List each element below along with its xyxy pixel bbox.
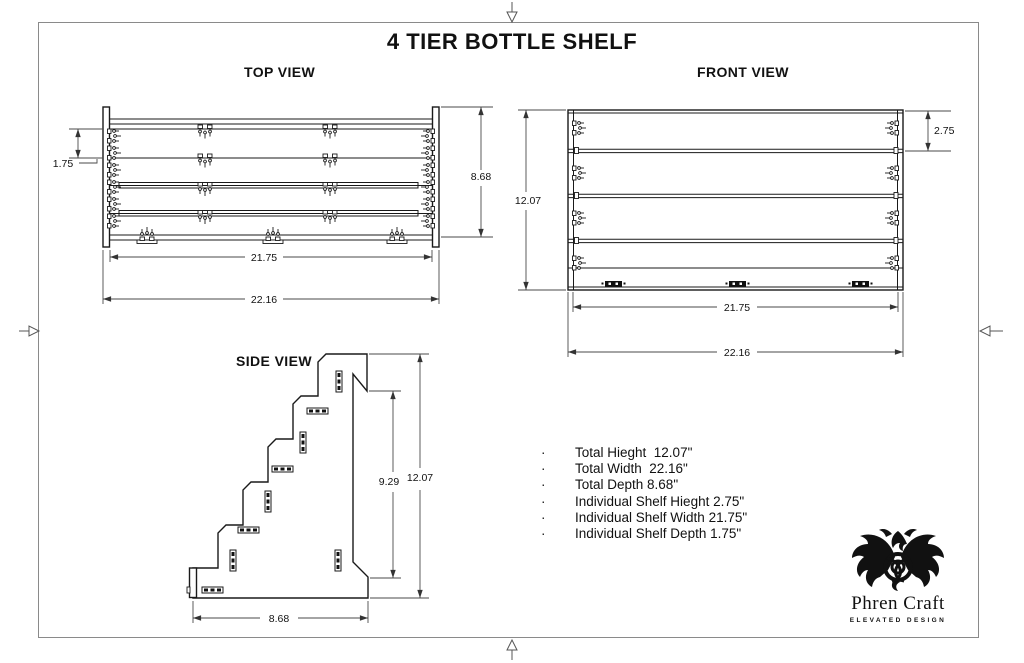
top-view-label: TOP VIEW bbox=[244, 64, 316, 80]
dim-value: 1.75 bbox=[53, 158, 74, 170]
dim-value: 21.75 bbox=[251, 252, 277, 264]
top-dim-total-width: 22.16 bbox=[102, 250, 440, 306]
bullet: · bbox=[541, 509, 546, 525]
top-shelf-lip-1 bbox=[118, 182, 419, 189]
spec-text: Individual Shelf Hieght 2.75" bbox=[575, 493, 745, 509]
spec-text: Total Depth 8.68" bbox=[575, 477, 679, 493]
side-view-label: SIDE VIEW bbox=[236, 353, 312, 369]
bullet: · bbox=[541, 477, 546, 493]
bullet: · bbox=[541, 493, 546, 509]
top-view-drawing: 1.75 8.68 21.75 22.16 bbox=[53, 106, 493, 306]
page-title: 4 TIER BOTTLE SHELF bbox=[386, 29, 638, 54]
bullet: · bbox=[541, 526, 546, 542]
brand-tagline: ELEVATED DESIGN bbox=[849, 617, 947, 624]
reg-mark-right-icon bbox=[978, 325, 1003, 337]
spec-text: Individual Shelf Width 21.75" bbox=[575, 509, 748, 525]
dim-value: 8.68 bbox=[471, 171, 492, 183]
dim-value: 9.29 bbox=[379, 476, 400, 488]
top-front-edge bbox=[109, 234, 433, 241]
front-view-label: FRONT VIEW bbox=[697, 64, 789, 80]
bullet: · bbox=[541, 460, 546, 476]
front-view-drawing: 12.07 2.75 21.75 22.16 bbox=[515, 109, 955, 359]
top-shelf-lip-2 bbox=[118, 210, 419, 217]
side-panel-profile bbox=[192, 353, 369, 599]
front-bottom-slots bbox=[601, 281, 873, 287]
side-front-lip bbox=[188, 567, 198, 599]
side-dim-total-depth: 8.68 bbox=[192, 601, 369, 625]
side-mortise-slots bbox=[201, 370, 343, 594]
dim-value: 22.16 bbox=[724, 347, 750, 359]
dragon-emblem-icon bbox=[852, 529, 944, 591]
side-dim-back-height: 9.29 bbox=[369, 390, 401, 579]
dim-value: 22.16 bbox=[251, 294, 277, 306]
front-dim-total-height: 12.07 bbox=[515, 109, 566, 291]
brand-name: Phren Craft bbox=[851, 593, 945, 614]
reg-mark-bottom-icon bbox=[506, 638, 518, 660]
spec-text: Individual Shelf Depth 1.75" bbox=[575, 526, 742, 542]
top-dim-shelf-width: 21.75 bbox=[109, 250, 433, 264]
spec-item: · Individual Shelf Hieght 2.75" bbox=[535, 493, 747, 509]
front-carcass bbox=[567, 109, 904, 291]
top-dim-shelf-depth: 1.75 bbox=[53, 128, 103, 170]
spec-list: · Total Hieght 12.07" · Total Width 22.16"… bbox=[535, 444, 747, 542]
bullet: · bbox=[541, 444, 546, 460]
reg-mark-top-icon bbox=[506, 2, 518, 24]
dim-value: 12.07 bbox=[515, 195, 541, 207]
spec-item: · Individual Shelf Width 21.75" bbox=[535, 509, 747, 525]
spec-item: · Total Width 22.16" bbox=[535, 460, 747, 476]
top-dim-total-depth: 8.68 bbox=[441, 106, 493, 238]
front-dim-total-width: 22.16 bbox=[567, 292, 904, 359]
dim-value: 12.07 bbox=[407, 472, 433, 484]
spec-item: · Individual Shelf Depth 1.75" bbox=[535, 525, 747, 541]
spec-item: · Total Hieght 12.07" bbox=[535, 444, 747, 460]
dim-value: 21.75 bbox=[724, 302, 750, 314]
dim-value: 8.68 bbox=[269, 613, 290, 625]
front-shelf-lines bbox=[568, 147, 903, 288]
spec-item: · Total Depth 8.68" bbox=[535, 477, 747, 493]
top-back-edge bbox=[109, 118, 433, 125]
front-dim-shelf-width: 21.75 bbox=[572, 292, 899, 314]
side-dim-total-height: 12.07 bbox=[369, 353, 433, 599]
brand-logo: Phren Craft ELEVATED DESIGN bbox=[838, 526, 958, 624]
spec-text: Total Width 22.16" bbox=[575, 460, 688, 476]
dim-value: 2.75 bbox=[934, 125, 955, 137]
front-dim-shelf-height: 2.75 bbox=[905, 110, 955, 152]
side-view-drawing: 9.29 12.07 8.68 bbox=[186, 353, 433, 625]
spec-text: Total Hieght 12.07" bbox=[575, 444, 693, 460]
reg-mark-left-icon bbox=[19, 325, 41, 337]
